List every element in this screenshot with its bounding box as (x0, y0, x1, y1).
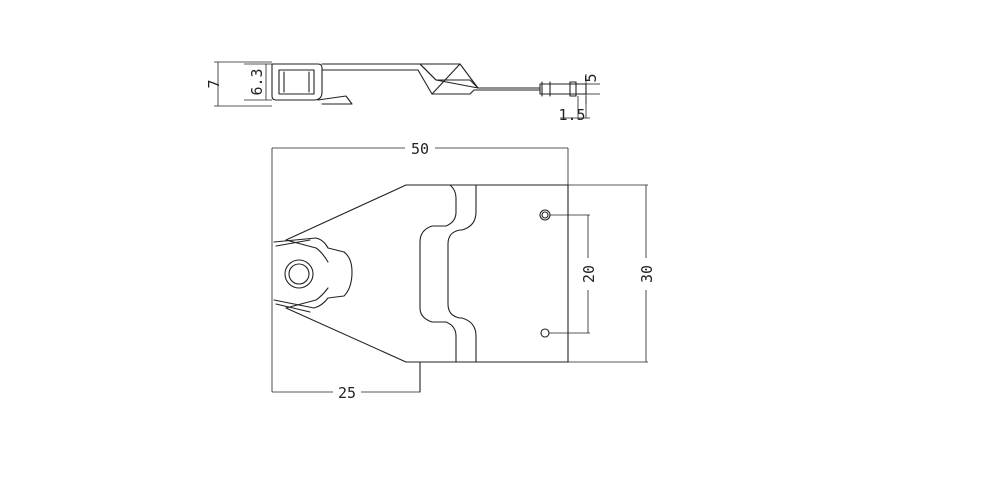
rivet-hole-bottom (540, 328, 550, 338)
dim-offset-label: 25 (338, 384, 356, 402)
dim-hole-spacing-label: 20 (580, 265, 598, 283)
side-view: 7 6.3 5 1.5 (205, 61, 600, 124)
dim-thickness (560, 96, 590, 119)
eye-hole (284, 259, 314, 289)
dim-inner-height-label: 6.3 (248, 68, 266, 95)
dim-overall-height (214, 61, 272, 107)
top-view: 50 25 20 30 (271, 140, 656, 402)
dim-end-height-label: 5 (582, 73, 600, 82)
side-view-outline (271, 63, 587, 105)
dim-overall-height-label: 7 (205, 79, 223, 88)
dim-width-label: 30 (638, 265, 656, 283)
rivet-hole-top (539, 209, 551, 221)
hinge-eye (273, 237, 353, 313)
dim-length-label: 50 (411, 140, 429, 158)
dim-width (568, 184, 648, 363)
dim-inner-height (244, 63, 272, 101)
dim-thickness-label: 1.5 (558, 106, 585, 124)
top-view-outline (285, 184, 569, 393)
dim-length (271, 147, 569, 392)
dim-hole-spacing (549, 214, 590, 334)
